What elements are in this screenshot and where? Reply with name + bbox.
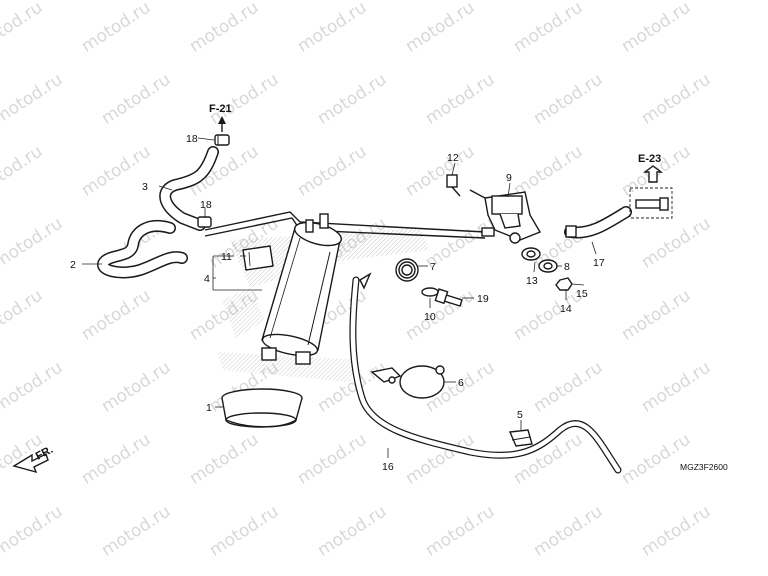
- band-part-1: [221, 388, 303, 428]
- bolt-part-19: [434, 288, 463, 307]
- ref-label-e23: E-23: [638, 153, 661, 165]
- part-label-5: 5: [517, 409, 523, 421]
- part-label-6: 6: [458, 377, 464, 389]
- hose-part-17: [564, 206, 632, 239]
- washer-part-8: [538, 259, 558, 273]
- part-label-18-top: 18: [186, 133, 198, 145]
- part-label-8: 8: [564, 261, 570, 273]
- clip-part-5: [508, 429, 533, 447]
- bolt-part-12: [446, 174, 461, 197]
- part-2-hose: [97, 220, 188, 279]
- part-labels: 3 18 18 2 4 11 1 12 9 7 10 19 13 8 14 15…: [70, 133, 605, 473]
- breather-line: [204, 211, 486, 239]
- leader-lines: [82, 137, 597, 458]
- ref-label-f21: F-21: [209, 103, 232, 115]
- nut-part-14: [555, 277, 573, 291]
- part-label-14: 14: [560, 303, 572, 315]
- part-3-hose: [159, 146, 219, 231]
- part-label-9: 9: [506, 172, 512, 184]
- part-label-7: 7: [430, 261, 436, 273]
- clamp-part-6: [370, 365, 445, 399]
- purge-valve-part-9: [469, 189, 542, 244]
- front-direction-arrow: [12, 453, 49, 474]
- part-label-16: 16: [382, 461, 394, 473]
- washer-part-10: [421, 287, 439, 297]
- part-label-11: 11: [221, 251, 232, 263]
- label-11-sticker: [242, 245, 274, 271]
- part-label-10: 10: [424, 311, 436, 323]
- part-label-4: 4: [204, 273, 210, 285]
- part-label-19: 19: [477, 293, 489, 305]
- part-label-18-lower: 18: [200, 199, 212, 211]
- clamp-18-lower: [197, 216, 212, 228]
- part-label-17: 17: [593, 257, 605, 269]
- diagram-code: MGZ3F2600: [680, 462, 728, 472]
- part-label-3: 3: [142, 181, 148, 193]
- f21-arrow: [218, 116, 226, 132]
- e23-fitting: [629, 165, 673, 219]
- part-label-1: 1: [206, 402, 212, 414]
- part-label-2: 2: [70, 259, 76, 271]
- collar-part-13: [521, 247, 541, 261]
- hose-part-16: [349, 272, 622, 474]
- clamp-18-top: [214, 134, 230, 146]
- grommet-part-7: [395, 258, 419, 282]
- canister-part-4: [261, 213, 343, 365]
- part-label-15: 15: [576, 288, 588, 300]
- part-label-13: 13: [526, 275, 538, 287]
- part-label-12: 12: [447, 152, 459, 164]
- front-direction-label: FR.: [34, 444, 55, 463]
